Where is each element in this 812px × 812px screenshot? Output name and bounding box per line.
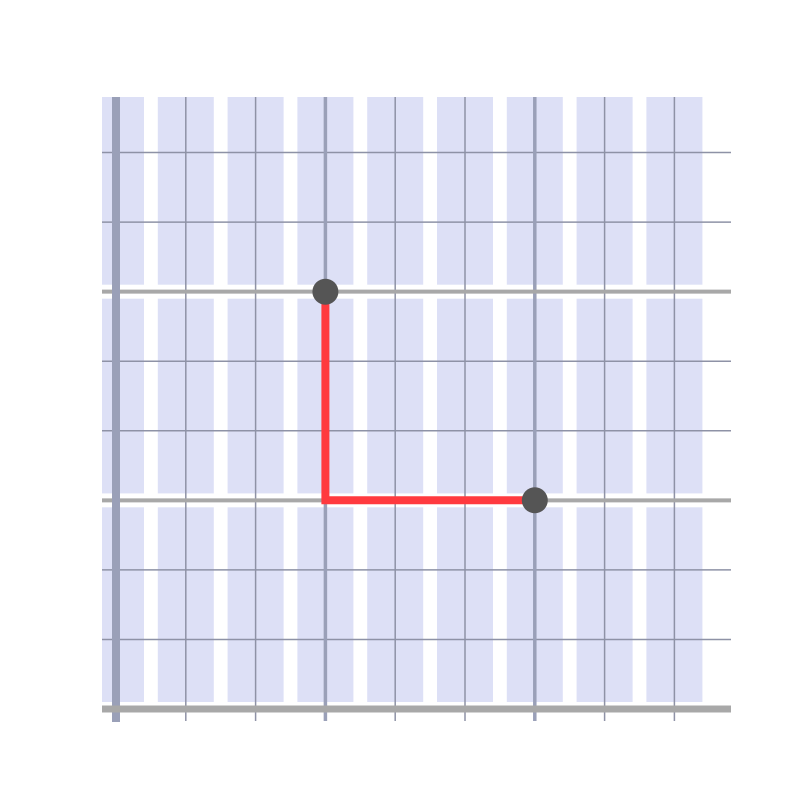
cell-blocks	[102, 97, 703, 702]
grid-cell	[102, 507, 144, 702]
grid-cell	[102, 298, 144, 494]
point-b	[521, 487, 548, 514]
grid-cell	[102, 97, 144, 285]
points-group	[312, 278, 548, 514]
point-a	[312, 278, 339, 305]
red-path	[321, 291, 535, 505]
axes	[102, 97, 731, 722]
red-path-group	[321, 291, 535, 505]
